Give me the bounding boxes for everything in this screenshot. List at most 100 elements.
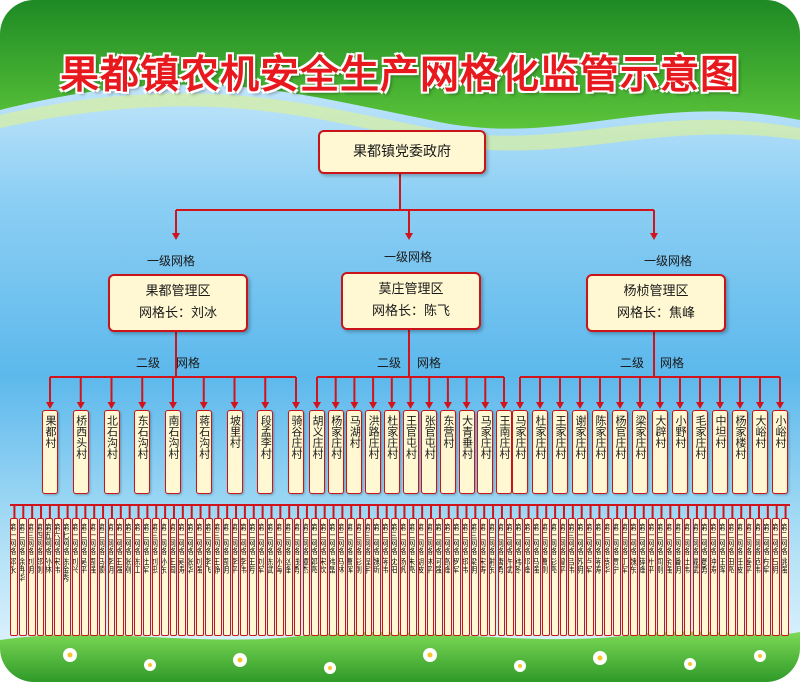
grid-node: 第二网格 潘明 [674, 518, 683, 636]
village-node: 坡里村 [226, 410, 243, 494]
grid-node: 第二网格 邓峰 [524, 518, 532, 636]
district-leader: 网格长：焦峰 [616, 306, 695, 321]
level1-label-left: 一级网格 [147, 254, 196, 268]
grid-node: 第二网格 冯林 [337, 518, 346, 636]
grid-node: 第一网格 王强 [116, 518, 125, 636]
village-node: 王家庄村 [552, 410, 568, 494]
village-node: 洪路庄村 [365, 410, 382, 494]
grid-node: 第一网格 魏东 [630, 518, 639, 636]
grid-node: 第二网格 李平 [231, 518, 240, 636]
grid-node: 第二网格 林平 [426, 518, 435, 636]
grid-node: 第二网格 谢东 [488, 518, 497, 636]
grid-node: 第二网格 王芳 [249, 518, 258, 636]
grid-node: 第一网格 何强 [435, 518, 444, 636]
village-node: 马湖村 [346, 410, 363, 494]
grid-node: 第一网格 李伟 [240, 518, 249, 636]
grid-node: 第二网格 曾平 [559, 518, 568, 636]
village-node: 果都村 [42, 410, 58, 494]
grid-node: 第二网格 姜平 [745, 518, 754, 636]
grid-node: 第一网格 宋涛 [479, 518, 488, 636]
grid-node: 第一网格 陈江 [134, 518, 142, 636]
grid-node: 第一网格 周强 [89, 518, 98, 636]
grid-node: 第一网格 刘强 [196, 518, 204, 636]
grid-node: 第一网格 彭亮 [550, 518, 559, 636]
grid-node: 第一网格 任波 [736, 518, 745, 636]
grid-node: 第一网格 孙梅 [275, 518, 284, 636]
page-title: 果都镇农机安全生产网格化监管示意图 [59, 53, 740, 98]
grid-node: 第二网格 徐冉华 [18, 518, 27, 636]
village-node: 张官屯村 [421, 410, 438, 494]
grid-node: 第三网格 王静 [213, 518, 222, 636]
village-node: 东石沟村 [134, 410, 151, 494]
village-node: 杨官庄村 [612, 410, 628, 494]
grid-node: 第二网格 郑伟 [462, 518, 470, 636]
grid-node: 第二网格 钟涛 [710, 518, 719, 636]
village-node: 大青垂村 [458, 410, 475, 494]
daisy-centers [67, 652, 762, 670]
grid-node: 第一网格 刘兴 [72, 518, 80, 636]
grid-node: 第一网格 曹辉 [346, 518, 355, 636]
grid-node: 第一网格 郭亮 [311, 518, 320, 636]
village-node: 陈家庄村 [592, 410, 608, 494]
village-node: 马家庄村 [477, 410, 494, 494]
village-node: 大峪村 [752, 410, 768, 494]
grid-node: 第一网格 杜伟 [683, 518, 692, 636]
grid-node: 第三网格 刘明 [27, 518, 36, 636]
village-node: 毛家庄村 [692, 410, 708, 494]
district-node-yangzhen: 杨桢管理区 网格长：焦峰 [586, 274, 726, 332]
village-node: 小峪村 [772, 410, 788, 494]
grid-node: 第一网格 韩冬 [515, 518, 524, 636]
grid-node: 第一网格 苏明 [577, 518, 586, 636]
grid-node: 第一网格 夏勇 [701, 518, 710, 636]
grid-node: 第二网格 薛峰 [639, 518, 648, 636]
level2-label-left-1: 二级 [136, 356, 161, 370]
grid-node: 第二网格 田亮 [727, 518, 736, 636]
grid-node: 第二网格 蒋伟 [382, 518, 391, 636]
grid-node: 第四网格 郑刚 [36, 518, 45, 636]
grid-node: 第二网格 马顺 [98, 518, 107, 636]
grid-node: 第一网格 贾宁 [612, 518, 621, 636]
village-node: 杜家庄村 [383, 410, 400, 494]
grid-node: 第一网格 钱勇 [293, 518, 302, 636]
grid-node: 第一网格 孙东 [160, 518, 169, 636]
grid-node: 第一网格 韩磊 [329, 518, 337, 636]
district-name: 莫庄管理区 [378, 282, 444, 297]
grid-node: 第二网格 杜军 [142, 518, 151, 636]
village-node: 王南庄村 [496, 410, 512, 494]
village-node: 梁家庄村 [632, 410, 648, 494]
grid-node: 第三网格 程宇 [364, 518, 373, 636]
grid-node: 第一网格 杨帆 [400, 518, 408, 636]
level2-label-center-1: 二级 [377, 356, 402, 370]
district-node-guodu: 果都管理区 网格长：刘冰 [108, 274, 248, 332]
grid-node: 第一网格 胡波 [417, 518, 426, 636]
village-node: 杨家庄村 [327, 410, 344, 494]
district-leader: 网格长：刘冰 [138, 306, 217, 321]
grid-node: 第二网格 方军 [763, 518, 772, 636]
grid-node: 第二网格 丁军 [621, 518, 630, 636]
grid-node: 第一网格 李明 [107, 518, 116, 636]
grid-node: 第二网格 朱亮 [408, 518, 417, 636]
grid-node: 第二网格 高峰 [444, 518, 453, 636]
grid-node: 第三网格 梁明 [470, 518, 479, 636]
grid-node: 第二网格 蔡华 [603, 518, 612, 636]
district-name: 果都管理区 [145, 284, 211, 299]
district-leader: 网格长：陈飞 [371, 304, 450, 319]
top-grass-band [0, 0, 800, 129]
level2-label-right-1: 二级 [620, 356, 645, 370]
grid-node: 第二网格 彭刚 [355, 518, 364, 636]
root-node: 果都镇党委政府 [318, 130, 486, 174]
village-node: 南石沟村 [165, 410, 181, 494]
village-node: 蒋石沟村 [195, 410, 212, 494]
grid-node: 第二网格 曹刚 [541, 518, 550, 636]
grid-node: 第一网格 汪辉 [719, 518, 727, 636]
village-node: 段孟李村 [257, 410, 274, 494]
grid-node: 第二网格 戴斌 [692, 518, 701, 636]
village-node: 桥西头村 [72, 410, 89, 494]
grid-node: 第一网格 唐勇 [497, 518, 506, 636]
village-node: 胡义庄村 [309, 410, 325, 494]
village-node: 杨家楼村 [732, 410, 748, 494]
grid-node: 第二网格 吴平 [80, 518, 89, 636]
district-node-mozhuang: 莫庄管理区 网格长：陈飞 [341, 272, 481, 330]
grid-node: 第一网格 罗军 [453, 518, 462, 636]
